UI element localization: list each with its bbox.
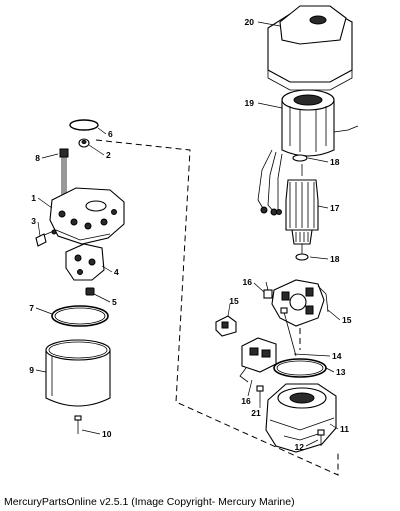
callout-5: 5 xyxy=(112,297,117,307)
pump-body-part[interactable] xyxy=(49,187,125,245)
callout-15-right: 15 xyxy=(342,315,352,325)
reservoir-screw-part[interactable] xyxy=(74,415,82,434)
callout-12: 12 xyxy=(295,442,305,452)
fill-plug-part[interactable] xyxy=(59,148,69,196)
motor-end-cap-part[interactable] xyxy=(267,5,353,91)
callout-13: 13 xyxy=(336,367,346,377)
callout-16-lower: 16 xyxy=(241,396,251,406)
reservoir-o-ring-part[interactable] xyxy=(51,305,109,327)
assembly-dashed-line xyxy=(95,139,339,476)
check-valve-part[interactable] xyxy=(78,138,90,148)
thrust-washer-lower-part[interactable] xyxy=(295,253,309,261)
thrust-washer-upper-part[interactable] xyxy=(292,154,308,162)
callout-3: 3 xyxy=(31,216,36,226)
brush-part[interactable] xyxy=(263,281,273,299)
long-screw-part[interactable] xyxy=(280,307,297,357)
valve-block-part[interactable] xyxy=(65,243,105,281)
brush-clip-part[interactable] xyxy=(215,315,237,337)
callout-20: 20 xyxy=(245,17,255,27)
reservoir-part[interactable] xyxy=(45,339,111,407)
brush-holder-part[interactable] xyxy=(239,337,277,383)
callout-16-upper: 16 xyxy=(243,277,253,287)
callout-19: 19 xyxy=(245,98,255,108)
o-ring-small-part[interactable] xyxy=(69,119,99,131)
brush-plate-part[interactable] xyxy=(271,279,329,327)
callout-8: 8 xyxy=(35,153,40,163)
callout-7: 7 xyxy=(29,303,34,313)
callout-17: 17 xyxy=(330,203,340,213)
image-caption: MercuryPartsOnline v2.5.1 (Image Copyrig… xyxy=(4,496,295,508)
callout-18-lower: 18 xyxy=(330,254,340,264)
callout-15-left: 15 xyxy=(229,296,239,306)
field-frame-housing-part[interactable] xyxy=(257,89,359,216)
manual-release-valve-part[interactable] xyxy=(35,229,57,247)
housing-fastener-part[interactable] xyxy=(317,429,325,446)
callout-14: 14 xyxy=(332,351,342,361)
callout-18-upper: 18 xyxy=(330,157,340,167)
callout-9: 9 xyxy=(29,365,34,375)
filter-part[interactable] xyxy=(85,287,95,296)
callout-4: 4 xyxy=(114,267,119,277)
callout-6: 6 xyxy=(108,129,113,139)
callout-11: 11 xyxy=(340,424,349,434)
callout-21: 21 xyxy=(251,408,261,418)
leader-lines xyxy=(35,21,341,447)
callout-1: 1 xyxy=(31,193,36,203)
callout-2: 2 xyxy=(106,150,111,160)
callout-10: 10 xyxy=(102,429,112,439)
armature-part[interactable] xyxy=(285,164,319,254)
small-screw-part[interactable] xyxy=(256,385,264,402)
o-ring-large-part[interactable] xyxy=(273,358,327,378)
